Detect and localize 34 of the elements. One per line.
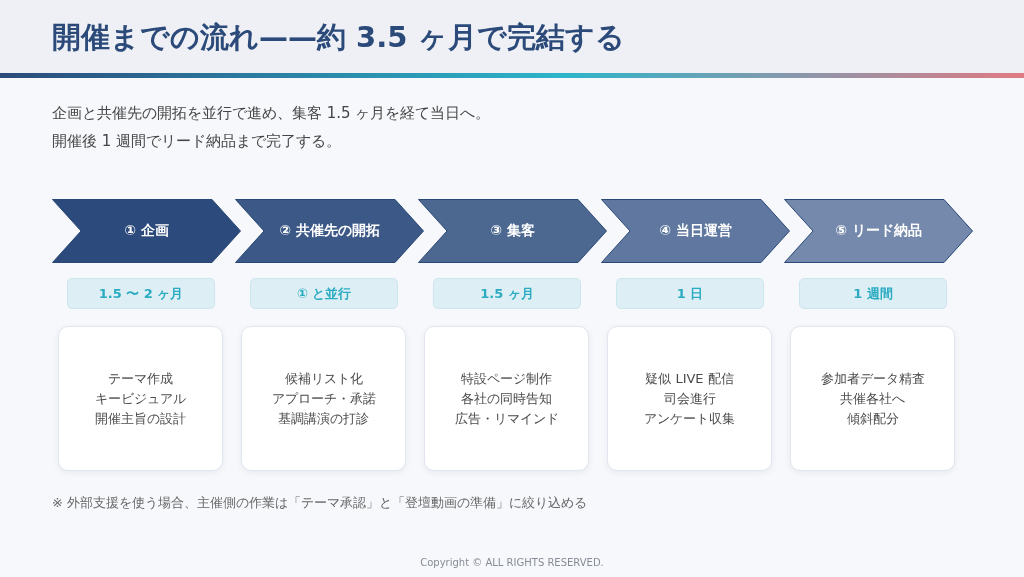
duration-pill: 1 週間 bbox=[799, 278, 947, 309]
task-text: アンケート収集 bbox=[644, 409, 735, 428]
task-card bbox=[790, 326, 955, 471]
task-text: キービジュアル bbox=[95, 389, 186, 408]
task-text: 共催各社へ傾斜配分 bbox=[839, 389, 906, 428]
note-text: ※ 外部支援を使う場合、主催側の作業は「テーマ承認」と「登壇動画の準備」に絞り込める bbox=[52, 494, 588, 512]
process-step: ④ 当日運営 bbox=[601, 199, 790, 263]
duration-pill: 1 日 bbox=[616, 278, 764, 309]
process-step: ② 共催先の開拓 bbox=[235, 199, 424, 263]
copyright-text: Copyright © ALL RIGHTS RESERVED. bbox=[419, 556, 605, 570]
process-step: ① 企画 bbox=[52, 199, 241, 263]
task-text: 特設ページ制作 bbox=[461, 369, 552, 388]
duration-pill: ① と並行 bbox=[250, 278, 398, 309]
task-card bbox=[607, 326, 772, 471]
task-card bbox=[424, 326, 589, 471]
process-step: ⑤ リード納品 bbox=[784, 199, 973, 263]
task-text: 疑似 LIVE 配信 bbox=[645, 369, 734, 388]
subtitle-text: 企画と共催先の開拓を並行で進め、集客 1.5 ヶ月を経て当日へ。 bbox=[52, 103, 491, 124]
subtitle-text: 開催後 1 週間でリード納品まで完了する。 bbox=[52, 131, 342, 152]
task-text: 参加者データ精査 bbox=[820, 369, 925, 388]
duration-pill: 1.5 ヶ月 bbox=[433, 278, 581, 309]
task-card bbox=[58, 326, 223, 471]
task-text: 候補リスト化 bbox=[284, 369, 363, 388]
task-text: テーマ作成 bbox=[108, 369, 173, 388]
task-text: 基調講演の打診 bbox=[278, 409, 369, 428]
task-text: 各社の同時告知 bbox=[461, 389, 552, 408]
task-text: 広告・リマインド bbox=[454, 409, 559, 428]
task-text: 司会進行 bbox=[663, 389, 716, 408]
title: 開催までの流れ——約 3.5 ヶ月で完結する bbox=[52, 19, 625, 56]
process-step: ③ 集客 bbox=[418, 199, 607, 263]
task-card bbox=[241, 326, 406, 471]
duration-pill: 1.5 〜 2 ヶ月 bbox=[67, 278, 215, 309]
task-text: アプローチ・承諾 bbox=[271, 389, 376, 408]
task-text: 開催主旨の設計 bbox=[95, 409, 186, 428]
